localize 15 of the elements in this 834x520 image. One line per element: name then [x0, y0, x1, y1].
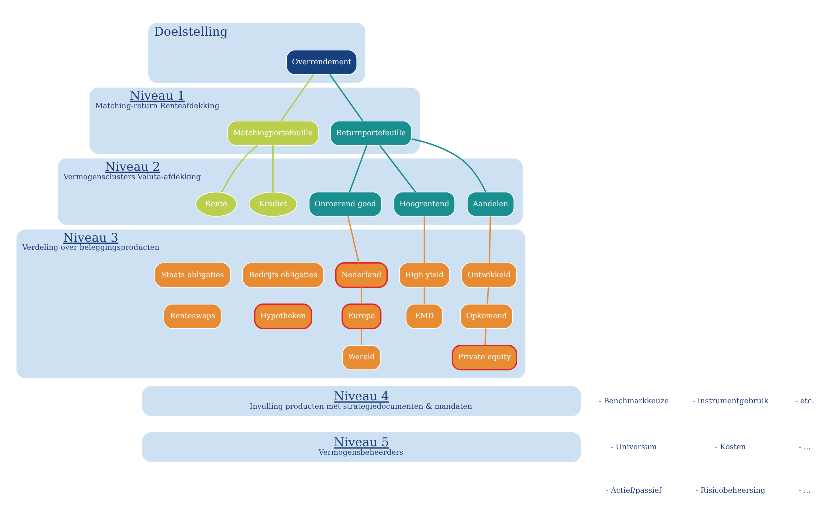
connector: [411, 138, 486, 192]
connector: [347, 216, 360, 263]
connector: [488, 216, 491, 263]
connector: [360, 328, 362, 345]
connector: [379, 144, 416, 192]
connector: [220, 144, 258, 192]
connector: [486, 287, 489, 304]
connector: [484, 328, 486, 346]
connector: [348, 144, 368, 192]
connector: [423, 287, 425, 304]
connector: [360, 287, 362, 304]
connector: [328, 74, 364, 122]
connector: [272, 145, 274, 192]
connector: [280, 74, 314, 122]
connector: [423, 216, 425, 263]
